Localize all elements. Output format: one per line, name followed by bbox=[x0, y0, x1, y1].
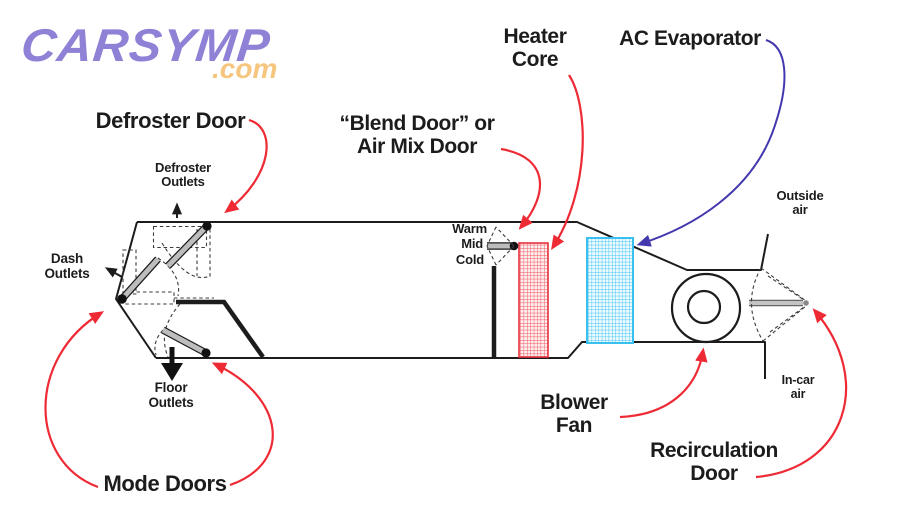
label-blend-door-line1: “Blend Door” or bbox=[339, 112, 495, 135]
label-floor-outlets: Floor Outlets bbox=[133, 380, 209, 411]
label-incar-air-line1: In-car bbox=[781, 373, 815, 387]
label-blend-door-line2: Air Mix Door bbox=[356, 135, 478, 159]
label-defroster-outlets: Defroster Outlets bbox=[140, 160, 226, 190]
arrow-blend-door bbox=[500, 147, 542, 230]
annotation-arrows bbox=[44, 39, 848, 489]
label-blend-mid: Mid bbox=[461, 236, 483, 251]
door-swing-guides bbox=[122, 225, 214, 358]
recirculation-door bbox=[749, 267, 809, 342]
label-dash-outlets-line2: Outlets bbox=[44, 265, 90, 281]
arrow-defroster-door bbox=[224, 118, 268, 214]
label-heater-core-line1: Heater bbox=[503, 25, 567, 48]
defroster-door bbox=[165, 221, 212, 269]
arrow-ac-evaporator bbox=[636, 39, 786, 247]
arrow-heater-core bbox=[551, 74, 584, 250]
label-incar-air-line2: air bbox=[790, 386, 806, 401]
label-ac-evaporator: AC Evaporator bbox=[619, 27, 761, 50]
label-heater-core: Heater Core bbox=[489, 25, 581, 71]
ac-evaporator bbox=[586, 237, 634, 344]
label-blower-fan-line2: Fan bbox=[555, 414, 593, 438]
label-blower-fan: Blower Fan bbox=[528, 391, 620, 437]
arrow-recirculation-door bbox=[755, 308, 848, 479]
label-blend-cold: Cold bbox=[455, 252, 484, 267]
label-mode-doors: Mode Doors bbox=[103, 471, 227, 496]
label-defroster-door: Defroster Door bbox=[95, 108, 246, 133]
label-floor-outlets-line1: Floor bbox=[154, 380, 188, 395]
dash-outlet-arrow bbox=[104, 267, 123, 278]
brand-logo: CARSYMP .com bbox=[19, 19, 294, 88]
blower-fan bbox=[670, 272, 742, 344]
label-dash-outlets-line1: Dash bbox=[50, 251, 84, 266]
label-blend-warm: Warm bbox=[452, 221, 487, 236]
label-outside-air-line1: Outside bbox=[776, 188, 824, 203]
label-incar-air: In-car air bbox=[770, 373, 826, 402]
label-defroster-outlets-line1: Defroster bbox=[155, 160, 211, 175]
label-recirculation-line1: Recirculation bbox=[650, 439, 778, 462]
floor-outlet-arrow bbox=[161, 347, 183, 381]
floor-door bbox=[161, 326, 211, 358]
label-blend-door: “Blend Door” or Air Mix Door bbox=[328, 112, 506, 158]
label-floor-outlets-line2: Outlets bbox=[148, 394, 194, 410]
blend-door bbox=[486, 226, 519, 266]
label-recirculation-door: Recirculation Door bbox=[638, 439, 790, 485]
label-recirculation-line2: Door bbox=[690, 462, 738, 486]
arrow-mode-doors-left bbox=[44, 311, 105, 489]
arrow-mode-doors-right bbox=[211, 362, 274, 487]
heater-core bbox=[518, 242, 549, 358]
label-dash-outlets: Dash Outlets bbox=[34, 251, 100, 282]
arrow-blower-fan bbox=[619, 347, 708, 419]
label-heater-core-line2: Core bbox=[511, 48, 559, 72]
brand-tld: .com bbox=[212, 53, 278, 84]
dash-door bbox=[117, 256, 161, 304]
label-outside-air: Outside air bbox=[768, 188, 832, 218]
label-defroster-outlets-line2: Outlets bbox=[161, 174, 205, 190]
label-blower-fan-line1: Blower bbox=[540, 391, 608, 414]
inner-walls bbox=[176, 266, 497, 359]
duct-outline bbox=[115, 221, 769, 379]
label-outside-air-line2: air bbox=[792, 202, 808, 218]
